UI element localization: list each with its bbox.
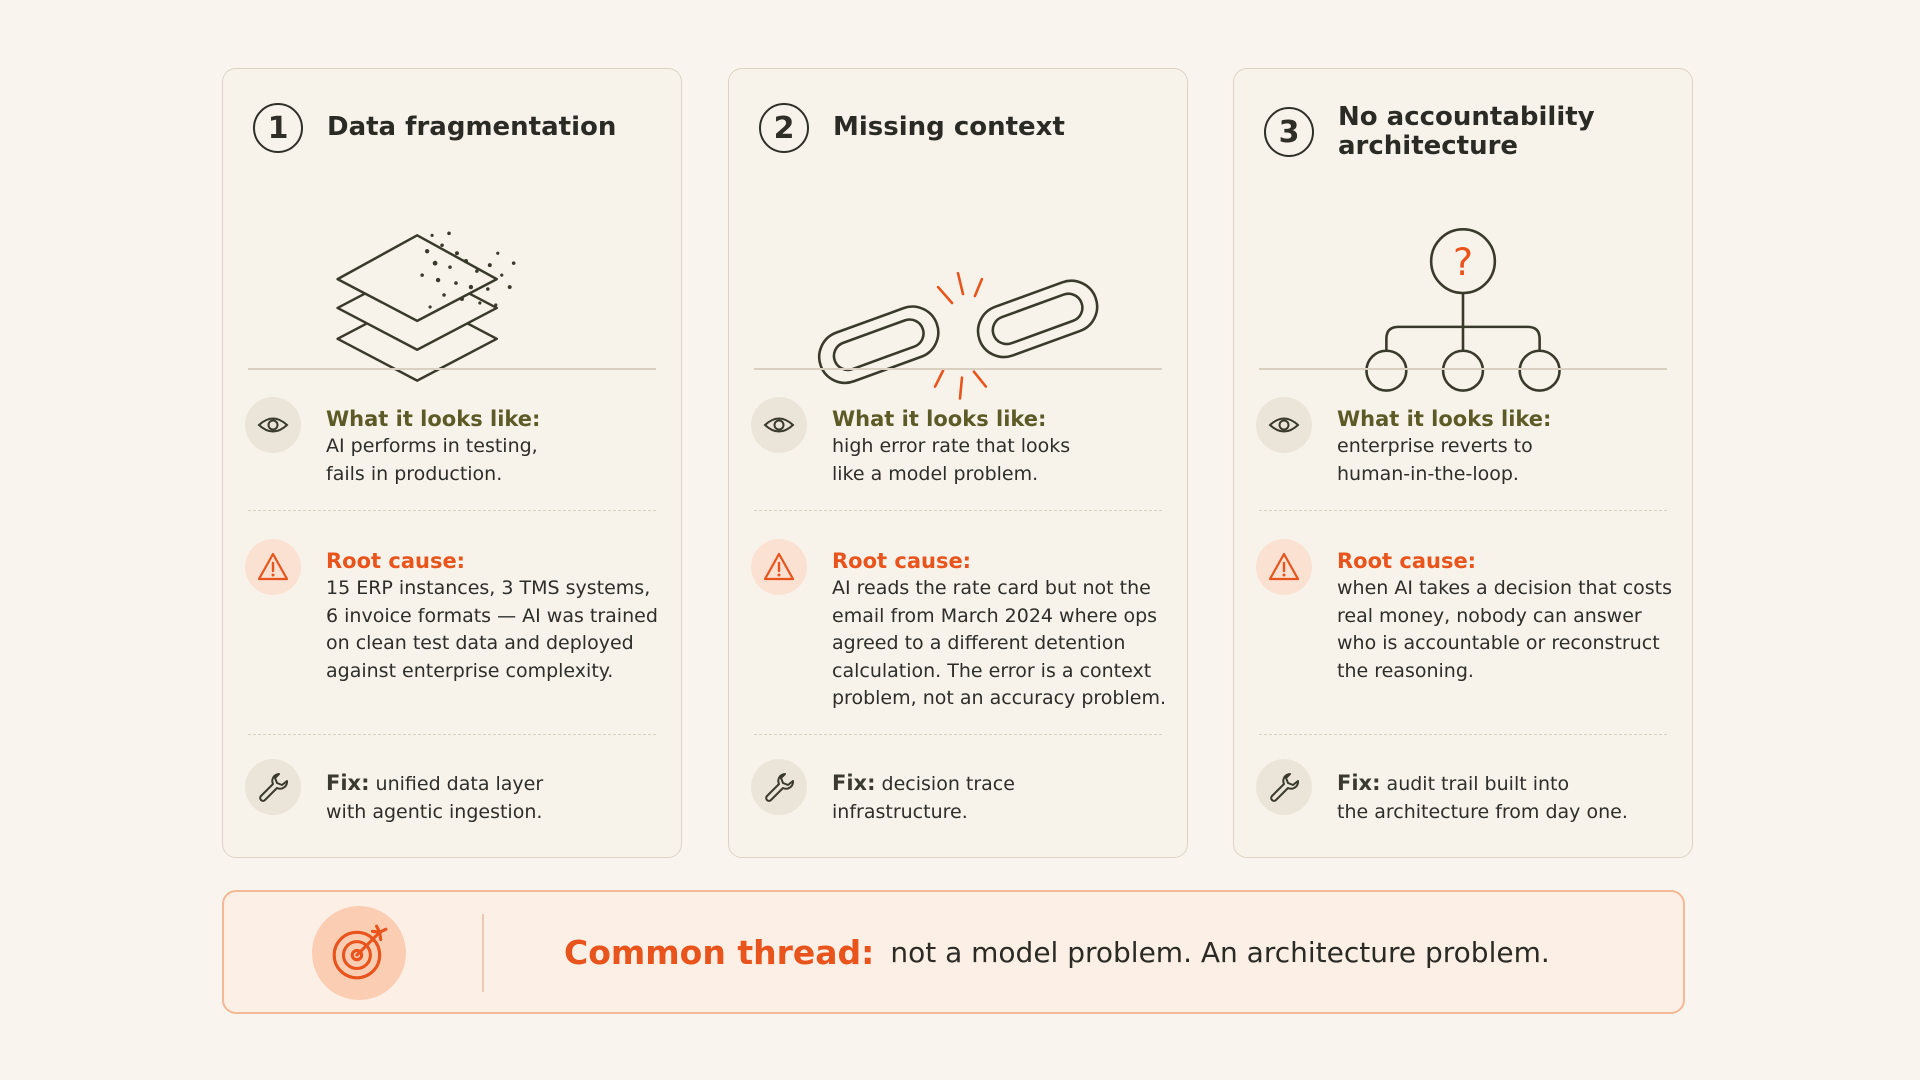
looks-like-label: What it looks like:: [832, 407, 1047, 431]
dashed-divider: [1259, 510, 1667, 511]
looks-like-label: What it looks like:: [1337, 407, 1552, 431]
divider: [248, 368, 656, 370]
banner-message: not a model problem. An architecture pro…: [890, 935, 1550, 969]
target-icon: [312, 906, 406, 1000]
fix-line: Fix: unified data layer: [326, 771, 544, 795]
card-header: 2 Missing context: [759, 103, 1167, 153]
looks-like-label: What it looks like:: [326, 407, 541, 431]
root-cause-line: against enterprise complexity.: [326, 659, 614, 682]
fix-line: with agentic ingestion.: [326, 800, 543, 823]
looks-like-line: enterprise reverts to: [1337, 435, 1533, 458]
looks-like-section: What it looks like: AI performs in testi…: [245, 397, 667, 488]
card-data-fragmentation: 1 Data fragmentation: [222, 68, 682, 858]
root-cause-line: the reasoning.: [1337, 659, 1474, 682]
root-cause-line: real money, nobody can answer: [1337, 604, 1642, 627]
card-header: 1 Data fragmentation: [253, 103, 661, 153]
fix-line: the architecture from day one.: [1337, 800, 1628, 823]
fix-section: Fix: decision trace infrastructure.: [751, 759, 1173, 826]
root-cause-line: agreed to a different detention: [832, 632, 1126, 655]
step-number: 3: [1264, 107, 1314, 158]
looks-like-line: AI performs in testing,: [326, 435, 538, 458]
divider: [754, 368, 1162, 370]
root-cause-line: on clean test data and deployed: [326, 632, 634, 655]
looks-like-line: like a model problem.: [832, 462, 1039, 485]
fix-label: Fix:: [1337, 771, 1381, 795]
fix-section: Fix: audit trail built into the architec…: [1256, 759, 1678, 826]
root-cause-line: email from March 2024 where ops: [832, 604, 1158, 627]
looks-like-line: fails in production.: [326, 462, 503, 485]
root-cause-line: problem, not an accuracy problem.: [832, 687, 1166, 710]
card-header: 3 No accountability architecture: [1264, 102, 1672, 162]
wrench-icon: [1256, 759, 1312, 815]
fix-section: Fix: unified data layer with agentic ing…: [245, 759, 667, 826]
root-cause-section: Root cause: when AI takes a decision tha…: [1256, 539, 1678, 685]
card-no-accountability-architecture: 3 No accountability architecture ?: [1233, 68, 1693, 858]
fix-label: Fix:: [832, 771, 876, 795]
root-cause-line: AI reads the rate card but not the: [832, 577, 1151, 600]
fix-label: Fix:: [326, 771, 370, 795]
warning-icon: [1256, 539, 1312, 595]
wrench-icon: [751, 759, 807, 815]
fix-line: Fix: decision trace: [832, 771, 1015, 795]
root-cause-label: Root cause:: [326, 549, 466, 573]
warning-icon: [245, 539, 301, 595]
banner-label: Common thread:: [564, 932, 875, 972]
root-cause-line: who is accountable or reconstruct: [1337, 632, 1660, 655]
banner-divider: [482, 914, 484, 992]
fix-line: Fix: audit trail built into: [1337, 771, 1570, 795]
eye-icon: [1256, 397, 1312, 453]
question-hierarchy-icon: ?: [1264, 179, 1662, 419]
step-number: 1: [253, 103, 303, 153]
card-title: Missing context: [833, 112, 1065, 143]
looks-like-section: What it looks like: high error rate that…: [751, 397, 1173, 488]
dashed-divider: [1259, 734, 1667, 735]
looks-like-line: human-in-the-loop.: [1337, 462, 1519, 485]
wrench-icon: [245, 759, 301, 815]
banner-text: Common thread: not a model problem. An a…: [564, 892, 1550, 1012]
root-cause-line: when AI takes a decision that costs: [1337, 577, 1673, 600]
card-title: No accountability architecture: [1338, 102, 1595, 162]
dashed-divider: [754, 734, 1162, 735]
broken-chain-icon: [759, 179, 1157, 419]
root-cause-line: 6 invoice formats — AI was trained: [326, 604, 658, 627]
dashed-divider: [248, 734, 656, 735]
card-missing-context: 2 Missing context: [728, 68, 1188, 858]
root-cause-label: Root cause:: [832, 549, 972, 573]
looks-like-line: high error rate that looks: [832, 435, 1071, 458]
step-number: 2: [759, 103, 809, 153]
fix-line: infrastructure.: [832, 800, 968, 823]
card-title: Data fragmentation: [327, 112, 617, 143]
warning-icon: [751, 539, 807, 595]
dashed-divider: [248, 510, 656, 511]
looks-like-section: What it looks like: enterprise reverts t…: [1256, 397, 1678, 488]
common-thread-banner: Common thread: not a model problem. An a…: [222, 890, 1685, 1014]
scattered-layers-icon: [253, 179, 651, 419]
eye-icon: [245, 397, 301, 453]
eye-icon: [751, 397, 807, 453]
divider: [1259, 368, 1667, 370]
dashed-divider: [754, 510, 1162, 511]
root-cause-label: Root cause:: [1337, 549, 1477, 573]
root-cause-line: 15 ERP instances, 3 TMS systems,: [326, 577, 651, 600]
root-cause-line: calculation. The error is a context: [832, 659, 1152, 682]
root-cause-section: Root cause: 15 ERP instances, 3 TMS syst…: [245, 539, 667, 685]
question-mark: ?: [1453, 240, 1473, 284]
root-cause-section: Root cause: AI reads the rate card but n…: [751, 539, 1173, 713]
